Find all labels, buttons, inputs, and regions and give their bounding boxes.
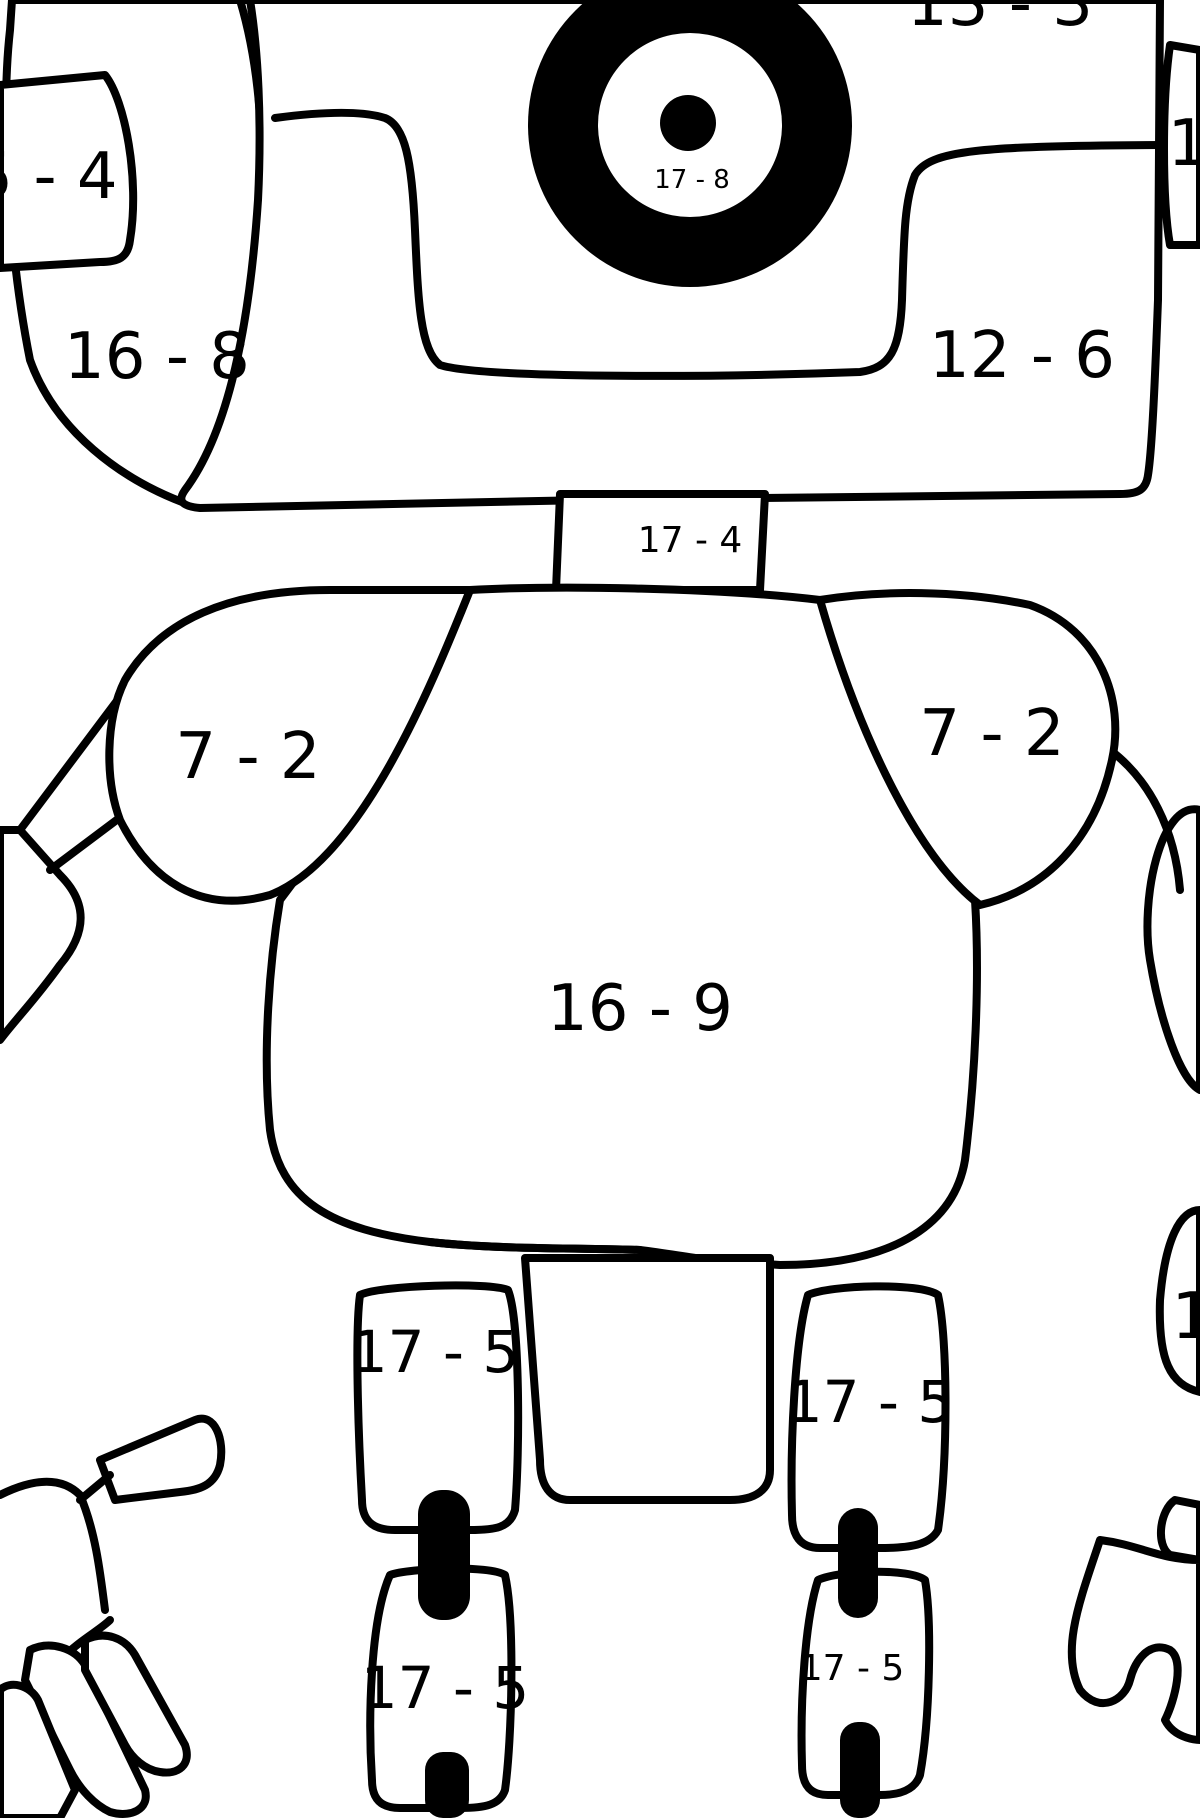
right-edge-limb[interactable] [1155,1206,1200,1396]
label-right-edge: 1 [1172,1280,1200,1354]
right-ankle-joint [840,1722,880,1818]
label-neck: 17 - 4 [638,520,743,561]
left-leg-upper[interactable] [353,1281,523,1534]
neck[interactable] [552,490,769,594]
label-top-right: 13 - 3 [907,0,1093,41]
label-left-leg-lower: 17 - 5 [361,1654,530,1722]
label-left-leg-upper: 17 - 5 [351,1318,520,1386]
right-arm-joint [1106,746,1184,894]
left-claw-handle[interactable] [96,1414,226,1504]
left-ankle-joint [425,1752,469,1818]
label-right-ear: 1 [1168,107,1200,181]
left-claw-finger-1[interactable] [21,1641,150,1818]
head-trim [271,108,1164,380]
label-right-shoulder: 7 - 2 [919,697,1064,771]
right-knee-joint [838,1508,878,1618]
torso-seam [426,1238,644,1254]
left-leg-lower[interactable] [366,1564,516,1812]
right-wrench[interactable] [1156,1496,1200,1564]
label-head-right: 12 - 6 [929,319,1115,393]
left-shoulder[interactable] [105,586,474,905]
label-left-shoulder: 7 - 2 [175,720,320,794]
right-leg-lower[interactable] [797,1567,934,1799]
left-knee-joint [418,1490,470,1620]
hip-block[interactable] [521,1254,774,1504]
left-ear-plate[interactable] [0,71,138,272]
eye-pupil [660,95,716,151]
right-leg-upper[interactable] [787,1282,950,1552]
label-right-leg-upper: 17 - 5 [786,1368,955,1436]
left-claw-finger-2[interactable] [0,1680,79,1818]
left-arm[interactable] [0,826,85,1044]
right-ear-plate[interactable] [1160,41,1200,249]
label-left-ear: 5 - 4 [0,140,118,214]
label-eye: 17 - 8 [654,165,730,195]
label-torso: 16 - 9 [547,972,733,1046]
label-head-left: 16 - 8 [64,320,250,394]
label-right-leg-lower: 17 - 5 [800,1648,905,1689]
right-shoulder[interactable] [816,589,1120,909]
left-claw-finger-3[interactable] [81,1631,191,1777]
